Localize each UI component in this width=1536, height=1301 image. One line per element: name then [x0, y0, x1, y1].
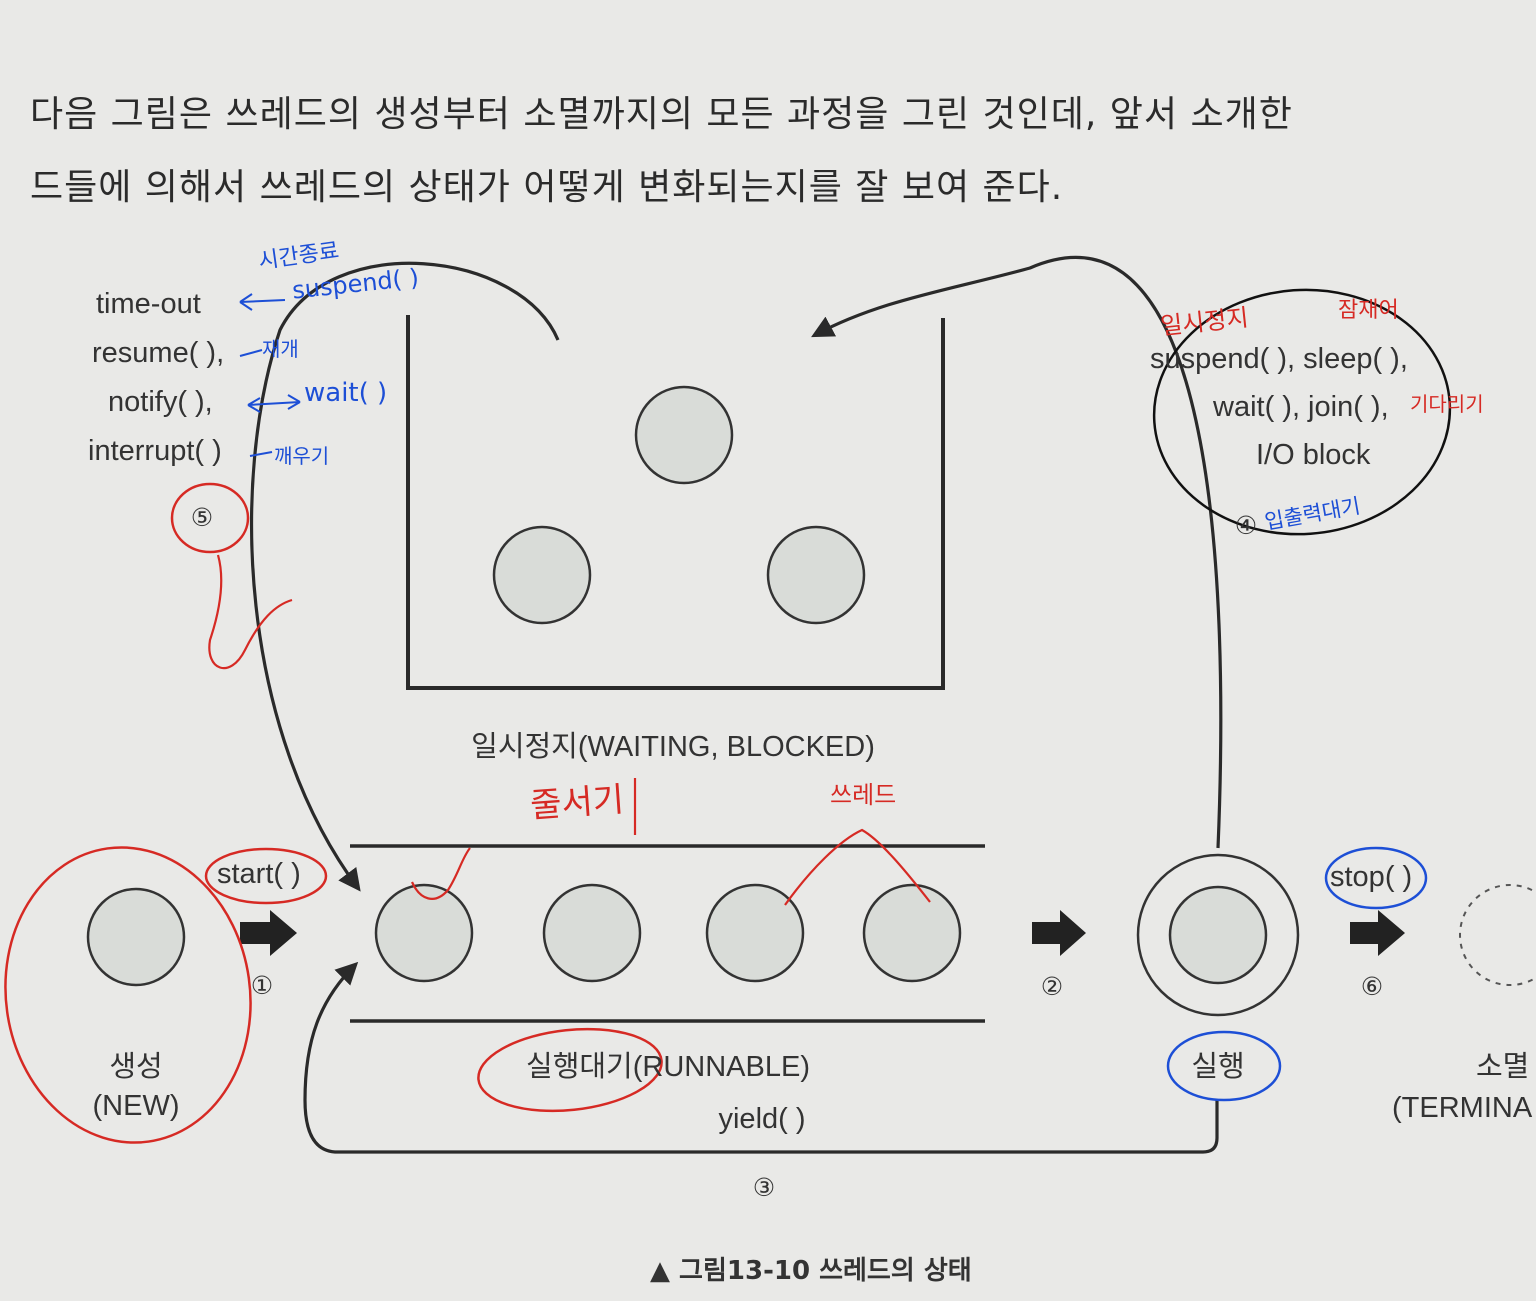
- curve-waiting-to-runnable: [249, 261, 560, 892]
- note-sleep: 잠재어: [1338, 298, 1399, 323]
- red-circle-step5: [170, 482, 250, 554]
- runnable-thread-4: [862, 883, 962, 983]
- blue-circle-stop: [1324, 846, 1428, 910]
- step-1: ①: [250, 971, 274, 1000]
- resume-list-item-3: notify( ),: [108, 386, 213, 418]
- red-circle-runnable: [477, 1027, 663, 1113]
- arrow-2: [1032, 910, 1086, 956]
- blue-arrow-resume: [239, 349, 263, 357]
- block-list-item-1: suspend( ), sleep( ),: [1150, 343, 1408, 375]
- runnable-thread-2: [542, 883, 642, 983]
- terminated-state-label: 소멸: [1476, 1051, 1530, 1083]
- runnable-thread-1: [374, 883, 474, 983]
- step-2: ②: [1040, 972, 1064, 1001]
- red-lines-thread: [784, 828, 931, 906]
- intro-line-2: 드들에 의해서 쓰레드의 상태가 어떻게 변화되는지를 잘 보여 준다.: [30, 167, 1064, 208]
- yield-method-label: yield( ): [718, 1103, 806, 1135]
- intro-text: 다음 그림은 쓰레드의 생성부터 소멸까지의 모든 과정을 그린 것인데, 앞서…: [30, 78, 1530, 224]
- arrow-1: [240, 910, 297, 956]
- waiting-thread-2: [492, 525, 592, 625]
- intro-line-1: 다음 그림은 쓰레드의 생성부터 소멸까지의 모든 과정을 그린 것인데, 앞서…: [30, 94, 1293, 135]
- block-list-item-3: I/O block: [1256, 439, 1371, 471]
- black-circle-blocklist: [1152, 288, 1452, 536]
- note-thread: 쓰레드: [830, 781, 897, 809]
- resume-list-item-4: interrupt( ): [88, 435, 222, 467]
- runnable-state-label: 실행대기(RUNNABLE): [526, 1051, 810, 1083]
- arrow-6: [1350, 910, 1405, 956]
- note-interrupt: 깨우기: [274, 444, 330, 468]
- start-method-label: start( ): [217, 858, 301, 890]
- blue-arrow-notify: [247, 394, 301, 413]
- waiting-thread-1: [634, 385, 734, 485]
- waiting-thread-3: [766, 525, 866, 625]
- red-squiggle-step5: [208, 554, 293, 670]
- red-check-queue: [410, 847, 471, 900]
- step-3: ③: [752, 1173, 776, 1202]
- red-circle-new: [4, 846, 252, 1144]
- waiting-state-label: 일시정지(WAITING, BLOCKED): [471, 731, 875, 763]
- running-state-label: 실행: [1191, 1051, 1245, 1083]
- new-state-label-en: (NEW): [92, 1090, 180, 1122]
- note-resume: 재개: [262, 337, 299, 361]
- figure-caption: ▲ 그림13-10 쓰레드의 상태: [650, 1256, 972, 1286]
- terminated-thread: [1459, 884, 1536, 986]
- stop-method-label: stop( ): [1330, 861, 1413, 893]
- terminated-state-label-en: (TERMINA: [1392, 1092, 1533, 1124]
- blue-arrow-interrupt: [249, 451, 273, 457]
- note-queue: 줄서기: [528, 779, 626, 827]
- resume-list-item-2: resume( ),: [92, 337, 225, 369]
- note-wait: wait( ): [304, 378, 388, 408]
- step-5: ⑤: [190, 503, 214, 532]
- note-join: 기다리기: [1410, 392, 1484, 416]
- step-6: ⑥: [1360, 972, 1384, 1001]
- resume-list-item-1: time-out: [96, 288, 201, 320]
- running-outer-ring: [1136, 853, 1300, 1017]
- blue-circle-running: [1166, 1030, 1282, 1102]
- running-thread: [1168, 885, 1268, 985]
- block-list-item-2: wait( ), join( ),: [1213, 391, 1389, 423]
- step-4: ④: [1234, 511, 1258, 540]
- new-state-label: 생성: [109, 1051, 163, 1083]
- curve-running-to-waiting: [811, 255, 1223, 849]
- blue-arrow-timeout: [239, 293, 286, 311]
- waiting-container: [406, 315, 945, 690]
- runnable-thread-3: [705, 883, 805, 983]
- curve-yield: [303, 961, 1219, 1154]
- red-circle-start: [204, 847, 328, 905]
- new-thread: [86, 887, 186, 987]
